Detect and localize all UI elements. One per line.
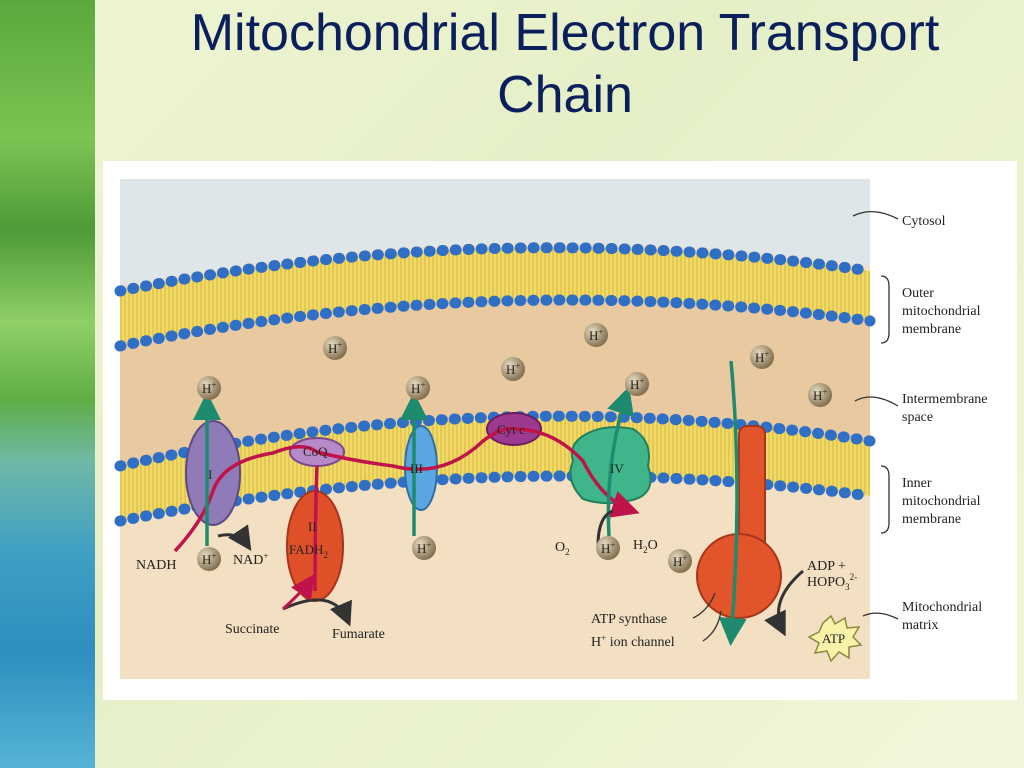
svg-text:H+: H+ <box>813 387 827 403</box>
svg-text:H+: H+ <box>417 540 431 556</box>
intermembrane-label-2: space <box>902 410 933 425</box>
etc-diagram: H+ H+ H+ H+ H+ H+ H+ H+ H+ H+ H+ H+ I II… <box>114 179 988 679</box>
nadh-label: NADH <box>136 558 176 573</box>
hopo-label: HOPO32- <box>807 572 857 592</box>
inner-label-1: Inner <box>902 476 932 491</box>
matrix-label-1: Mitochondrial <box>902 600 982 615</box>
outer-label-3: membrane <box>902 322 961 337</box>
adp-label: ADP + <box>807 559 846 574</box>
title-line-1: Mitochondrial Electron Transport <box>190 4 940 62</box>
complex-labels: I II FADH2 III IV CoQ Cyt c <box>208 422 624 560</box>
nad-label: NAD+ <box>233 551 268 568</box>
succinate-label: Succinate <box>225 622 279 637</box>
cyt-c-label: Cyt c <box>497 422 525 437</box>
svg-text:H+: H+ <box>202 551 216 567</box>
outer-label-1: Outer <box>902 286 934 301</box>
complex-i <box>185 420 241 526</box>
svg-text:H+: H+ <box>411 380 425 396</box>
cytosol-region <box>120 179 870 286</box>
svg-text:H+: H+ <box>755 349 769 365</box>
svg-text:H+: H+ <box>630 376 644 392</box>
adp-arrow <box>764 569 804 637</box>
nadh-arrow <box>217 524 252 551</box>
electron-path <box>173 426 640 553</box>
proton-pump-arrow-iv <box>606 386 634 537</box>
svg-text:H+: H+ <box>673 553 687 569</box>
diagram-panel: H+ H+ H+ H+ H+ H+ H+ H+ H+ H+ H+ H+ I II… <box>103 161 1017 700</box>
complex-ii-label: II <box>308 519 317 534</box>
svg-text:H+: H+ <box>601 540 615 556</box>
svg-text:H+: H+ <box>589 327 603 343</box>
cytosol-label: Cytosol <box>902 214 946 229</box>
decorative-leaf-strip <box>0 0 95 768</box>
intermembrane-label-1: Intermembrane <box>902 392 988 407</box>
ion-channel-label: H+ ion channel <box>591 633 675 650</box>
fumarate-label: Fumarate <box>332 627 385 642</box>
coq-label: CoQ <box>303 444 328 459</box>
side-brackets <box>880 275 890 534</box>
matrix-label-2: matrix <box>902 618 939 633</box>
outer-label-2: mitochondrial <box>902 304 981 319</box>
inner-label-3: membrane <box>902 512 961 527</box>
matrix-labels: NADH NAD+ O2 H2O Succinate Fumarate ADP … <box>136 538 857 650</box>
complex-iv-label: IV <box>610 461 624 476</box>
svg-text:H+: H+ <box>328 340 342 356</box>
inner-label-2: mitochondrial <box>902 494 981 509</box>
atp-synthase <box>696 425 782 619</box>
outer-membrane <box>114 242 876 352</box>
complex-i-label: I <box>208 467 212 482</box>
svg-text:H+: H+ <box>506 361 520 377</box>
proton-labels: H+ H+ H+ H+ H+ H+ H+ H+ H+ H+ H+ H+ <box>202 327 827 569</box>
fumarate-arrow <box>282 598 352 627</box>
o2-label: O2 <box>555 540 570 557</box>
side-labels: Cytosol Outer mitochondrial membrane Int… <box>902 214 988 633</box>
fadh-label: FADH2 <box>289 542 328 560</box>
complex-iii-label: III <box>410 461 423 476</box>
atp-label: ATP <box>822 631 845 646</box>
atp-synthase-label: ATP synthase <box>591 612 667 627</box>
atp-burst-icon <box>807 614 863 663</box>
proton-channel-arrow <box>718 360 747 646</box>
title-line-2: Chain <box>497 66 633 124</box>
svg-text:H+: H+ <box>202 380 216 396</box>
slide-title: Mitochondrial Electron Transport Chain <box>120 2 1010 126</box>
proton-circles <box>197 323 832 573</box>
succinate-arrow <box>281 574 315 611</box>
label-pointers <box>692 211 899 642</box>
succinate-electron-path <box>313 465 319 592</box>
h2o-label: H2O <box>633 538 658 555</box>
